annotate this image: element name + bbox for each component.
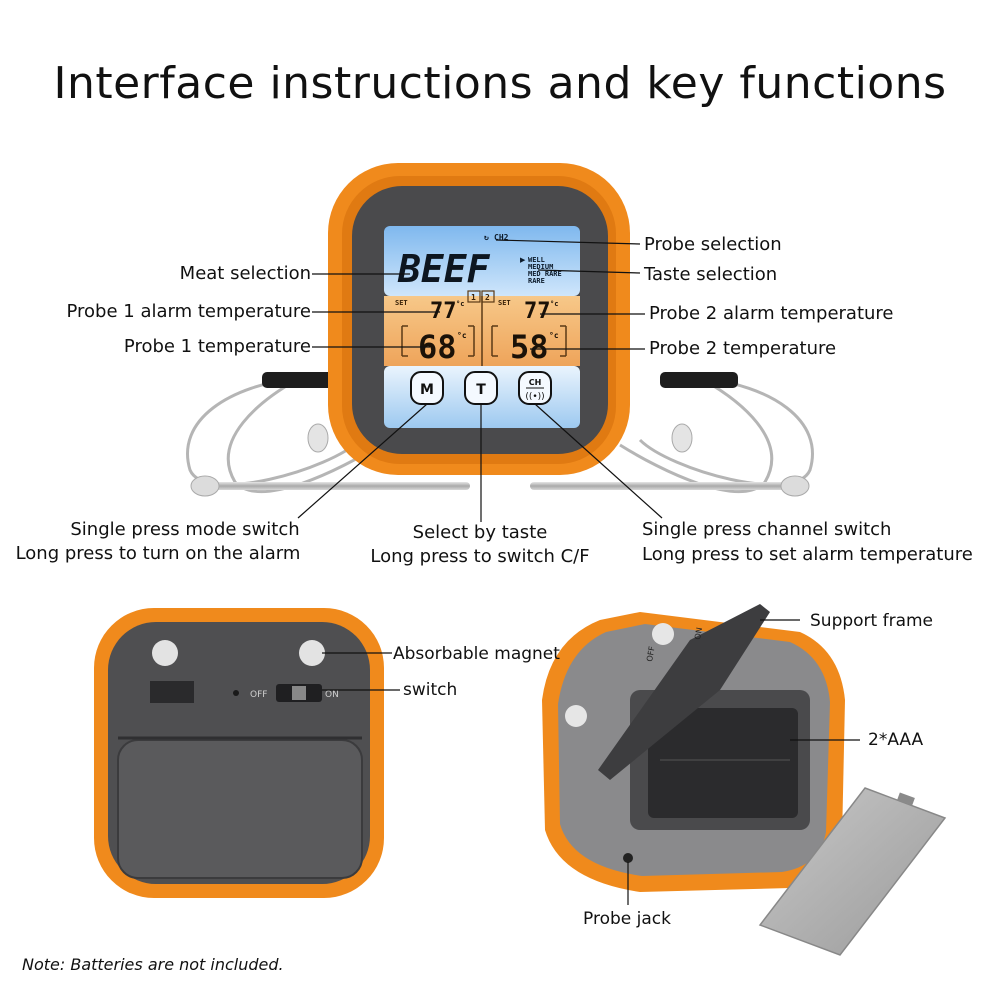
probe-jack-port [623,853,633,863]
back-on-label: ON [325,690,339,700]
ch-indicator-icon: ↻ [484,233,489,242]
probe1-set-label: SET [395,299,408,307]
leader-lines [297,239,663,522]
thermometer-open-battery: OFF ON [542,604,860,905]
probe2-set-label: SET [498,299,511,307]
probe1-alarm-unit: °c [456,300,464,308]
label-t-line2: Long press to switch C/F [370,546,590,567]
label-probe-selection: Probe selection [644,234,782,255]
label-probe2-alarm: Probe 2 alarm temperature [649,303,894,324]
probe1-temp-unit: °c [457,331,467,340]
label-m-line2: Long press to turn on the alarm [15,543,301,564]
support-frame-stand [598,604,770,780]
label-switch: switch [403,680,458,700]
label-support-frame: Support frame [810,611,934,631]
note-text: Note: Batteries are not included. [22,955,284,974]
label-magnet: Absorbable magnet [393,644,560,664]
ch-button-label: CH [529,378,542,387]
label-ch-line1: Single press channel switch [642,519,892,540]
probe2-alarm-display: 77 [524,299,551,324]
battery-cover [758,787,947,956]
battery-compartment [648,708,798,818]
label-ch-line2: Long press to set alarm temperature [642,544,973,565]
label-meat-selection: Meat selection [179,263,311,284]
ch-button[interactable]: CH ((•)) [518,371,552,405]
thermometer-front: ↻ CH2 BEEF ▶ WELL MEDIUM MED RARE RARE S… [328,163,630,475]
probe-plugs [262,372,738,388]
magnet-side [565,705,587,727]
label-t-line1: Select by taste [412,522,548,543]
alarm-wave-icon: ((•)) [525,392,544,402]
probe2-alarm-unit: °c [550,300,558,308]
inner-on-label: ON [693,627,704,641]
taste-option-rare: RARE [528,277,545,285]
lcd-top-panel [384,226,580,296]
back-off-label: OFF [250,690,267,700]
label-probe2-temp: Probe 2 temperature [649,338,837,359]
t-button[interactable]: T [464,371,498,405]
ch-indicator: CH2 [494,233,509,242]
page-title: Interface instructions and key functions [53,58,947,109]
probe-rods [190,423,810,497]
probe2-temp-display: 58 [510,328,549,366]
m-button-label: M [420,382,434,398]
m-button[interactable]: M [410,371,444,405]
label-battery: 2*AAA [868,730,924,750]
taste-option-well: WELL [528,256,545,264]
label-probe1-alarm: Probe 1 alarm temperature [66,301,312,322]
inner-off-label: OFF [645,645,657,662]
channel-tag-1: 1 [471,293,476,302]
taste-option-med-rare: MED RARE [528,270,562,278]
thermometer-back: OFF ON [94,608,400,898]
t-button-label: T [476,382,486,398]
taste-pointer-icon: ▶ [520,256,526,264]
magnet-right [299,640,325,666]
taste-option-medium: MEDIUM [528,263,553,271]
label-probe1-temp: Probe 1 temperature [123,336,311,357]
magnet-top [652,623,674,645]
probe2-temp-unit: °c [549,331,559,340]
label-taste-selection: Taste selection [644,264,778,285]
meat-display: BEEF [397,247,491,291]
label-m-line1: Single press mode switch [70,519,300,540]
channel-tag-2: 2 [485,293,490,302]
label-probe-jack: Probe jack [583,909,671,929]
magnet-left [152,640,178,666]
